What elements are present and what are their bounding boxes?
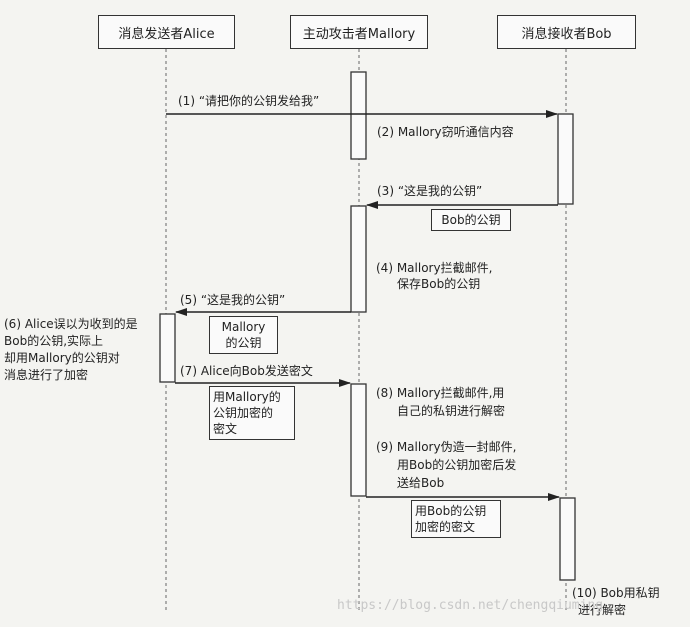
step-6-line-4: 消息进行了加密 (4, 368, 89, 382)
participant-bob: 消息接收者Bob (497, 15, 636, 49)
bob-activation-1 (557, 113, 574, 205)
note-cipher-mallory-line-1: 用Mallory的 (213, 390, 281, 404)
step-6-line-1: (6) Alice误以为收到的是 (4, 317, 138, 331)
step-6-line-2: Bob的公钥,实际上 (4, 334, 104, 348)
step-2-label: (2) Mallory窃听通信内容 (377, 125, 514, 139)
mallory-activation-2 (350, 205, 367, 313)
participant-alice: 消息发送者Alice (98, 15, 235, 49)
step-9-label: (9) Mallory伪造一封邮件, 用Bob的公钥加密后发 送给Bob (376, 438, 516, 492)
step-8-line-2: 自己的私钥进行解密 (397, 404, 506, 418)
note-mallory-key-line-1: Mallory (221, 320, 266, 334)
note-cipher-bob-key: 用Bob的公钥 加密的密文 (411, 500, 501, 538)
note-cipher-bob-line-2: 加密的密文 (415, 520, 476, 534)
step-5-label: (5) “这是我的公钥” (180, 293, 286, 307)
step-7-label: (7) Alice向Bob发送密文 (180, 364, 313, 378)
step-9-line-2: 用Bob的公钥加密后发 (397, 458, 517, 472)
bob-activation-2 (559, 497, 576, 581)
mallory-activation-1 (350, 71, 367, 160)
step-8-label: (8) Mallory拦截邮件,用 自己的私钥进行解密 (376, 384, 505, 420)
note-bob-public-key-text: Bob的公钥 (441, 213, 501, 227)
step-9-line-1: (9) Mallory伪造一封邮件, (376, 440, 517, 454)
step-3-label: (3) “这是我的公钥” (377, 184, 483, 198)
note-mallory-key-line-2: 的公钥 (225, 336, 262, 350)
note-cipher-mallory-line-3: 密文 (213, 422, 238, 436)
mallory-activation-3 (350, 383, 367, 497)
step-9-line-3: 送给Bob (397, 476, 445, 490)
note-cipher-bob-line-1: 用Bob的公钥 (415, 504, 487, 518)
step-10-label: (10) Bob用私钥 进行解密 (572, 585, 660, 619)
note-mallory-public-key: Mallory 的公钥 (209, 316, 278, 354)
note-cipher-mallory-line-2: 公钥加密的 (213, 406, 274, 420)
participant-mallory: 主动攻击者Mallory (290, 15, 428, 49)
alice-activation (159, 313, 176, 383)
watermark: https://blog.csdn.net/chengqiuming (337, 598, 604, 613)
step-6-line-3: 却用Mallory的公钥对 (4, 351, 120, 365)
step-10-line-1: (10) Bob用私钥 (572, 586, 660, 600)
step-8-line-1: (8) Mallory拦截邮件,用 (376, 386, 505, 400)
step-4-label: (4) Mallory拦截邮件, 保存Bob的公钥 (376, 260, 492, 292)
step-1-label: (1) “请把你的公钥发给我” (178, 94, 320, 108)
note-cipher-mallory-key: 用Mallory的 公钥加密的 密文 (209, 386, 295, 440)
note-bob-public-key: Bob的公钥 (431, 209, 511, 231)
step-10-line-2: 进行解密 (578, 603, 627, 617)
step-6-label: (6) Alice误以为收到的是 Bob的公钥,实际上 却用Mallory的公钥… (4, 316, 138, 384)
step-4-line-2: 保存Bob的公钥 (397, 277, 481, 291)
step-4-line-1: (4) Mallory拦截邮件, (376, 261, 493, 275)
